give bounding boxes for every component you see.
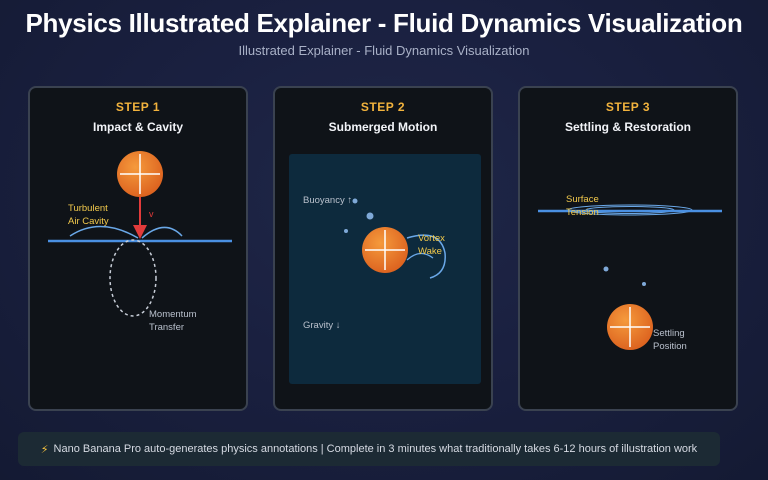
step-1-title: Impact & Cavity [92, 120, 184, 134]
step-2-illustration [344, 198, 446, 279]
step-2-panel: STEP 2 Submerged Motion Buoyancy ↑ Vorte… [273, 86, 493, 411]
step-1-panel: STEP 1 Impact & Cavity Turbulent Air Cav… [28, 86, 248, 411]
footer-text: Nano Banana Pro auto-generates physics a… [53, 443, 698, 455]
vortex-wake-annotation: Vortex Wake [418, 233, 445, 257]
step-3-illustration [538, 204, 722, 350]
turbulent-cavity-annotation: Turbulent Air Cavity [68, 203, 109, 227]
momentum-transfer-annotation: Momentum Transfer [149, 309, 197, 333]
vortex-wake-line [406, 234, 446, 279]
splash-arc-right [141, 226, 183, 239]
gravity-annotation: Gravity ↓ [303, 320, 341, 331]
step-1-label: STEP 1 [115, 100, 161, 114]
buoyancy-annotation: Buoyancy ↑ [303, 195, 353, 206]
splash-arc-left [69, 225, 139, 239]
step-3-label: STEP 3 [605, 100, 651, 114]
bubble [366, 212, 374, 220]
step-2-label: STEP 2 [360, 100, 406, 114]
bubble [344, 229, 348, 233]
settling-position-annotation: Settling Position [653, 328, 687, 352]
sphere-ball [362, 227, 408, 273]
step-1-illustration [48, 151, 232, 317]
bubble [603, 266, 609, 272]
bubble [352, 198, 358, 204]
sphere-ball [607, 304, 653, 350]
surface-tension-annotation: Surface Tension [566, 194, 599, 218]
air-cavity-outline [109, 239, 157, 317]
sphere-ball [117, 151, 163, 197]
bubble [642, 282, 646, 286]
step-3-panel: STEP 3 Settling & Restoration Surface Te… [518, 86, 738, 411]
lightning-icon: ⚡ [40, 443, 49, 456]
page-title: Physics Illustrated Explainer - Fluid Dy… [25, 8, 743, 38]
velocity-annotation: v [149, 209, 154, 219]
page-subtitle: Illustrated Explainer - Fluid Dynamics V… [238, 43, 530, 58]
footer-banner: ⚡ Nano Banana Pro auto-generates physics… [18, 432, 720, 466]
vortex-wake-line [406, 252, 434, 261]
step-3-title: Settling & Restoration [564, 120, 691, 134]
velocity-arrowhead [133, 225, 147, 239]
step-2-title: Submerged Motion [328, 120, 438, 134]
